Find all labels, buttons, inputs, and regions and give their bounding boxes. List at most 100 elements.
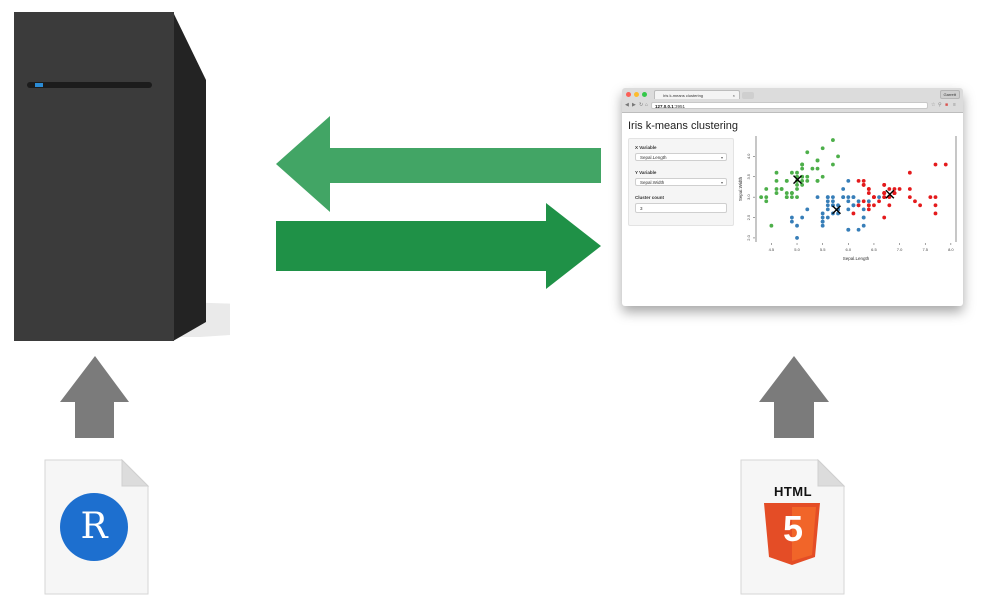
x-variable-select[interactable]: Sepal.Length ▾ xyxy=(635,153,727,161)
data-point xyxy=(861,199,866,204)
browser-chrome: Iris k-means clustering × Garrett ◀ ▶ ↻ … xyxy=(622,88,963,113)
html5-badge: 5 xyxy=(782,508,804,549)
data-point xyxy=(825,207,830,212)
data-point xyxy=(907,195,912,200)
page-title: Iris k-means clustering xyxy=(628,120,739,132)
data-point xyxy=(774,178,779,183)
x-tick-label: 8.0 xyxy=(948,247,954,252)
data-point xyxy=(764,187,769,191)
data-point xyxy=(800,183,805,187)
data-point xyxy=(784,178,789,183)
browser-window: Iris k-means clustering × Garrett ◀ ▶ ↻ … xyxy=(622,88,963,306)
data-point xyxy=(815,158,820,163)
data-point xyxy=(825,195,830,200)
data-point xyxy=(882,195,887,200)
data-point xyxy=(851,211,856,216)
y-tick-label: 4.0 xyxy=(746,153,751,159)
y-tick-label: 3.0 xyxy=(746,194,751,200)
search-icon[interactable]: ⚲ xyxy=(938,102,942,108)
cluster-count-input[interactable]: 3 xyxy=(635,203,727,213)
data-point xyxy=(877,199,881,204)
data-point xyxy=(913,199,917,204)
server-led xyxy=(35,83,43,87)
chevron-down-icon: ▾ xyxy=(720,155,723,160)
extension-icon[interactable]: ■ xyxy=(945,102,949,108)
maximize-window-icon[interactable] xyxy=(642,92,647,97)
data-point xyxy=(815,178,820,183)
data-point xyxy=(933,195,938,200)
data-point xyxy=(779,187,784,191)
cluster-count-label: Cluster count xyxy=(635,195,665,200)
back-icon[interactable]: ◀ xyxy=(625,102,629,108)
data-point xyxy=(918,203,923,208)
data-point xyxy=(789,191,794,195)
data-point xyxy=(841,187,846,191)
data-point xyxy=(907,187,912,191)
data-point xyxy=(769,223,774,228)
data-point xyxy=(815,195,820,200)
y-variable-label: Y Variable xyxy=(635,170,657,175)
data-point xyxy=(825,203,830,208)
new-tab-button[interactable] xyxy=(742,92,754,99)
x-tick-label: 4.5 xyxy=(769,247,775,252)
data-point xyxy=(784,195,789,200)
data-point xyxy=(789,215,794,220)
data-point xyxy=(866,191,871,195)
data-point xyxy=(846,199,851,204)
forward-icon[interactable]: ▶ xyxy=(632,102,636,108)
data-point xyxy=(882,215,887,220)
data-point xyxy=(851,195,856,200)
data-point xyxy=(856,203,861,208)
data-point xyxy=(800,178,805,183)
data-point xyxy=(933,162,938,167)
data-point xyxy=(851,203,856,208)
data-point xyxy=(810,166,815,171)
data-point xyxy=(907,170,912,175)
data-point xyxy=(872,203,876,208)
browser-tab[interactable]: Iris k-means clustering × xyxy=(654,90,740,99)
minimize-window-icon[interactable] xyxy=(634,92,639,97)
data-point xyxy=(774,187,779,191)
data-point xyxy=(764,195,769,200)
data-point xyxy=(861,183,866,187)
data-point xyxy=(892,187,897,191)
data-point xyxy=(805,174,810,179)
html5-file-icon xyxy=(740,459,846,595)
data-point xyxy=(882,183,887,187)
chevron-down-icon: ▾ xyxy=(720,180,723,185)
x-axis-label: Sepal.Length xyxy=(843,256,870,261)
x-tick-label: 6.0 xyxy=(846,247,852,252)
data-point xyxy=(846,227,851,232)
y-variable-select[interactable]: Sepal.Width ▾ xyxy=(635,178,727,186)
star-icon[interactable]: ☆ xyxy=(931,102,936,108)
reload-icon[interactable]: ↻ xyxy=(639,102,644,108)
data-point xyxy=(892,191,897,195)
data-point xyxy=(866,203,871,208)
close-window-icon[interactable] xyxy=(626,92,631,97)
data-point xyxy=(856,199,861,204)
data-point xyxy=(836,203,840,208)
home-icon[interactable]: ⌂ xyxy=(645,102,649,108)
data-point xyxy=(820,174,825,179)
data-point xyxy=(846,178,851,183)
tab-title: Iris k-means clustering xyxy=(663,93,704,98)
data-point xyxy=(759,195,764,200)
user-profile-button[interactable]: Garrett xyxy=(939,90,960,99)
arrow-left-icon xyxy=(276,116,601,212)
html5-label: HTML xyxy=(773,484,813,499)
data-point xyxy=(795,195,799,200)
tab-close-icon[interactable]: × xyxy=(732,93,735,98)
x-variable-value: Sepal.Length xyxy=(640,155,667,160)
address-bar[interactable]: 127.0.0.1:3951 xyxy=(651,102,928,109)
y-variable-value: Sepal.Width xyxy=(640,180,665,185)
sidebar-panel: X Variable Sepal.Length ▾ Y Variable Sep… xyxy=(628,138,734,226)
menu-icon[interactable]: ≡ xyxy=(953,102,956,108)
data-point xyxy=(831,195,835,200)
data-point xyxy=(882,191,887,195)
data-point xyxy=(800,166,805,171)
data-point xyxy=(866,187,871,191)
data-point xyxy=(887,187,892,191)
data-point xyxy=(856,178,861,183)
data-point xyxy=(805,178,810,183)
